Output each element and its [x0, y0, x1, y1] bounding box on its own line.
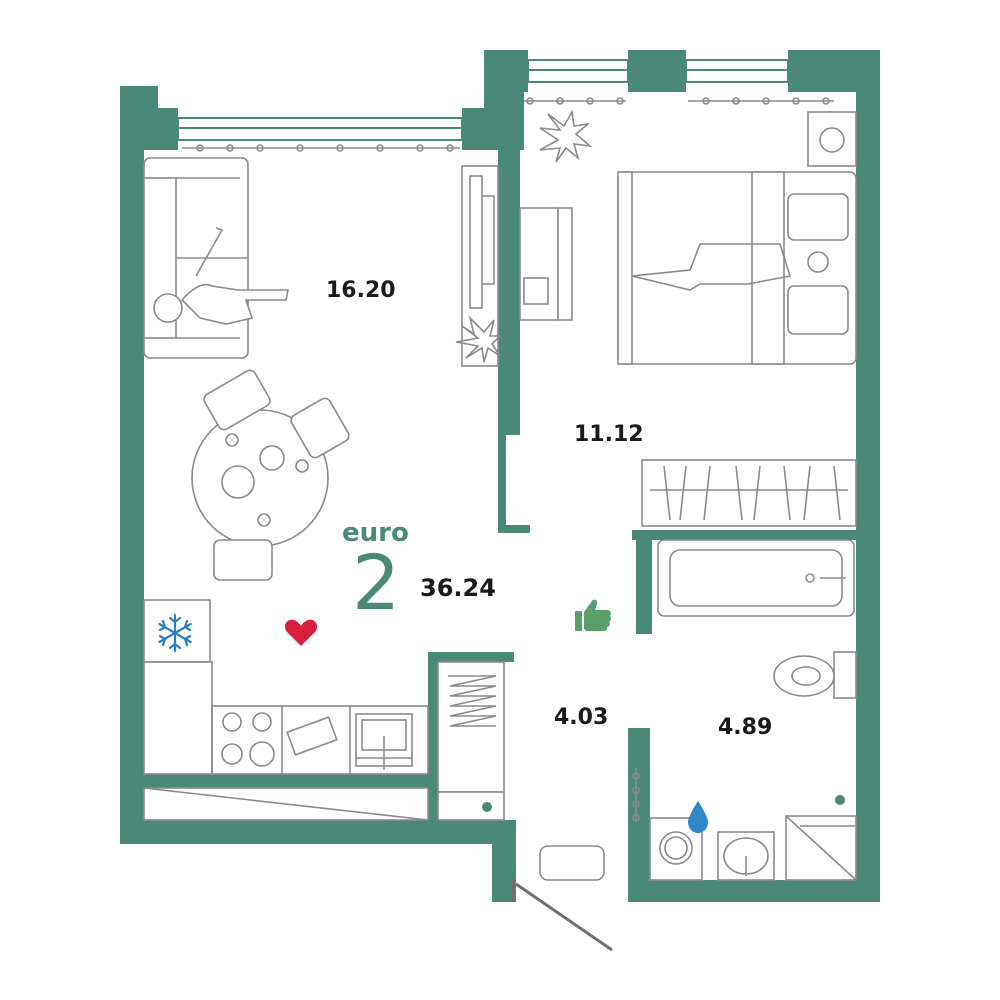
bed	[617, 171, 857, 365]
balcony-strip	[143, 787, 429, 821]
tv-unit	[461, 165, 499, 367]
shower	[785, 815, 857, 881]
closet	[437, 661, 505, 821]
heart-icon	[284, 619, 318, 646]
wardrobe-bedroom	[641, 459, 857, 527]
bathtub	[657, 539, 855, 617]
thumbs-up-icon	[575, 599, 612, 631]
washer-bedroom	[807, 111, 857, 167]
entry-door	[512, 878, 613, 952]
person-on-sofa	[153, 227, 289, 325]
apartment-total-area: 36.24	[420, 574, 496, 602]
plant-bedroom	[539, 109, 593, 163]
plant-living	[455, 315, 502, 363]
area-bedroom: 11.12	[574, 422, 644, 447]
area-hall: 4.03	[554, 705, 609, 730]
toilet	[773, 651, 857, 699]
windows	[177, 59, 834, 152]
walls	[120, 50, 880, 902]
hall-mat	[539, 845, 605, 881]
apartment-rooms-count: 2	[352, 538, 401, 627]
snowflake-icon	[158, 613, 192, 653]
desk	[519, 207, 573, 321]
towel-rail	[632, 768, 640, 822]
water-drop-icon	[688, 801, 708, 833]
area-bathroom: 4.89	[718, 715, 773, 740]
dining-table	[191, 369, 350, 581]
sofa	[143, 157, 249, 359]
apartment-type-word: euro	[342, 518, 409, 548]
area-living-kitchen: 16.20	[326, 278, 396, 303]
sink-bathroom	[717, 831, 775, 881]
